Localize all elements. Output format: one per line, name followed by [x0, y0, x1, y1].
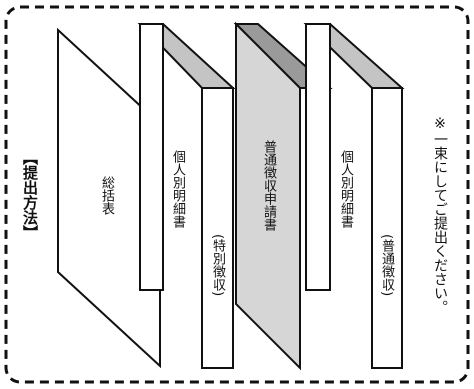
sheet-2-sublabel: (特別徴収)	[210, 234, 225, 297]
sheet-3-label: 普通徴収申請書	[261, 140, 276, 231]
sheet-4-side-edge	[305, 23, 331, 291]
sheet-summary-table	[57, 27, 161, 369]
sheet-1-label: 総括表	[99, 176, 114, 215]
sheet-4-front	[371, 87, 403, 369]
bundle-note: ※一束にしてご提出ください。	[432, 116, 448, 314]
sheet-4-label: 個人別明細書	[338, 150, 353, 228]
sheet-2-front	[201, 87, 234, 369]
dashed-border	[4, 5, 470, 384]
sheet-4-sublabel: (普通徴収)	[379, 234, 394, 297]
sheet-2-side-edge	[139, 23, 164, 291]
diagram-title: 【提出方法】	[21, 150, 39, 240]
sheet-2-label: 個人別明細書	[170, 150, 185, 228]
sheet-3-face	[235, 21, 301, 371]
